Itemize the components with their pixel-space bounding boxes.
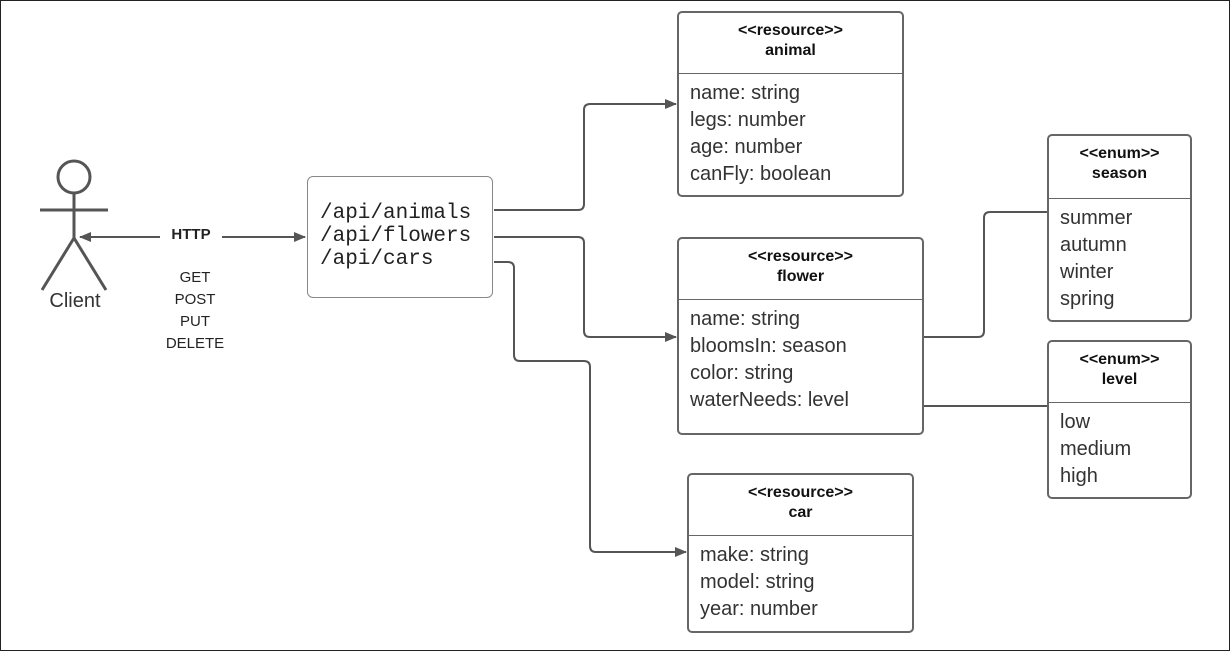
resource-name: animal [765, 42, 816, 59]
api-endpoints-box: /api/animals /api/flowers /api/cars [307, 176, 493, 298]
client-actor-icon [40, 159, 108, 291]
enum-value: high [1060, 465, 1098, 487]
method-put: PUT [180, 313, 210, 330]
client-label: Client [49, 290, 101, 312]
http-methods-list: GET POST PUT DELETE [150, 267, 240, 355]
resource-name: car [788, 504, 813, 521]
resource-stereotype: <<resource>> [738, 22, 843, 39]
field: color: string [690, 362, 794, 384]
endpoint-animals: /api/animals [320, 202, 472, 225]
resource-name: flower [776, 268, 825, 285]
field: canFly: boolean [690, 163, 832, 185]
enum-value: winter [1060, 261, 1114, 283]
flower-resource-header: <<resource>> flower [679, 239, 922, 300]
enum-stereotype: <<enum>> [1079, 351, 1160, 368]
field: legs: number [690, 109, 806, 131]
endpoint-cars: /api/cars [320, 248, 434, 271]
method-get: GET [179, 269, 211, 286]
field: model: string [700, 571, 815, 593]
level-values: low medium high [1049, 403, 1190, 490]
resource-stereotype: <<resource>> [748, 484, 853, 501]
http-label: HTTP [160, 226, 222, 243]
enum-name: season [1091, 165, 1148, 182]
flowers-connector [494, 236, 677, 342]
season-enum-box: <<enum>> season summer autumn winter spr… [1047, 134, 1192, 322]
enum-value: autumn [1060, 234, 1127, 256]
animals-connector [494, 99, 677, 211]
enum-stereotype: <<enum>> [1079, 145, 1160, 162]
car-resource-header: <<resource>> car [689, 475, 912, 536]
car-resource-box: <<resource>> car make: string model: str… [687, 473, 914, 633]
enum-value: spring [1060, 288, 1115, 310]
resource-stereotype: <<resource>> [748, 248, 853, 265]
field: waterNeeds: level [690, 389, 849, 411]
method-delete: DELETE [165, 335, 225, 352]
field: age: number [690, 136, 803, 158]
field: name: string [690, 308, 801, 330]
enum-value: medium [1060, 438, 1132, 460]
endpoint-flowers: /api/flowers [320, 225, 472, 248]
field: name: string [690, 82, 801, 104]
car-fields: make: string model: string year: number [689, 536, 912, 623]
animal-resource-box: <<resource>> animal name: string legs: n… [677, 11, 904, 197]
animal-fields: name: string legs: number age: number ca… [679, 74, 902, 188]
flower-resource-box: <<resource>> flower name: string bloomsI… [677, 237, 924, 435]
field: bloomsIn: season [690, 335, 847, 357]
cars-connector [494, 261, 687, 557]
animal-resource-header: <<resource>> animal [679, 13, 902, 74]
season-enum-header: <<enum>> season [1049, 136, 1190, 199]
enum-value: summer [1060, 207, 1133, 229]
level-enum-box: <<enum>> level low medium high [1047, 340, 1192, 499]
season-values: summer autumn winter spring [1049, 199, 1190, 313]
flower-fields: name: string bloomsIn: season color: str… [679, 300, 922, 414]
season-association-line [924, 211, 1048, 338]
field: make: string [700, 544, 809, 566]
level-enum-header: <<enum>> level [1049, 342, 1190, 403]
method-post: POST [174, 291, 216, 308]
enum-name: level [1101, 371, 1138, 388]
field: year: number [700, 598, 818, 620]
enum-value: low [1060, 411, 1091, 433]
